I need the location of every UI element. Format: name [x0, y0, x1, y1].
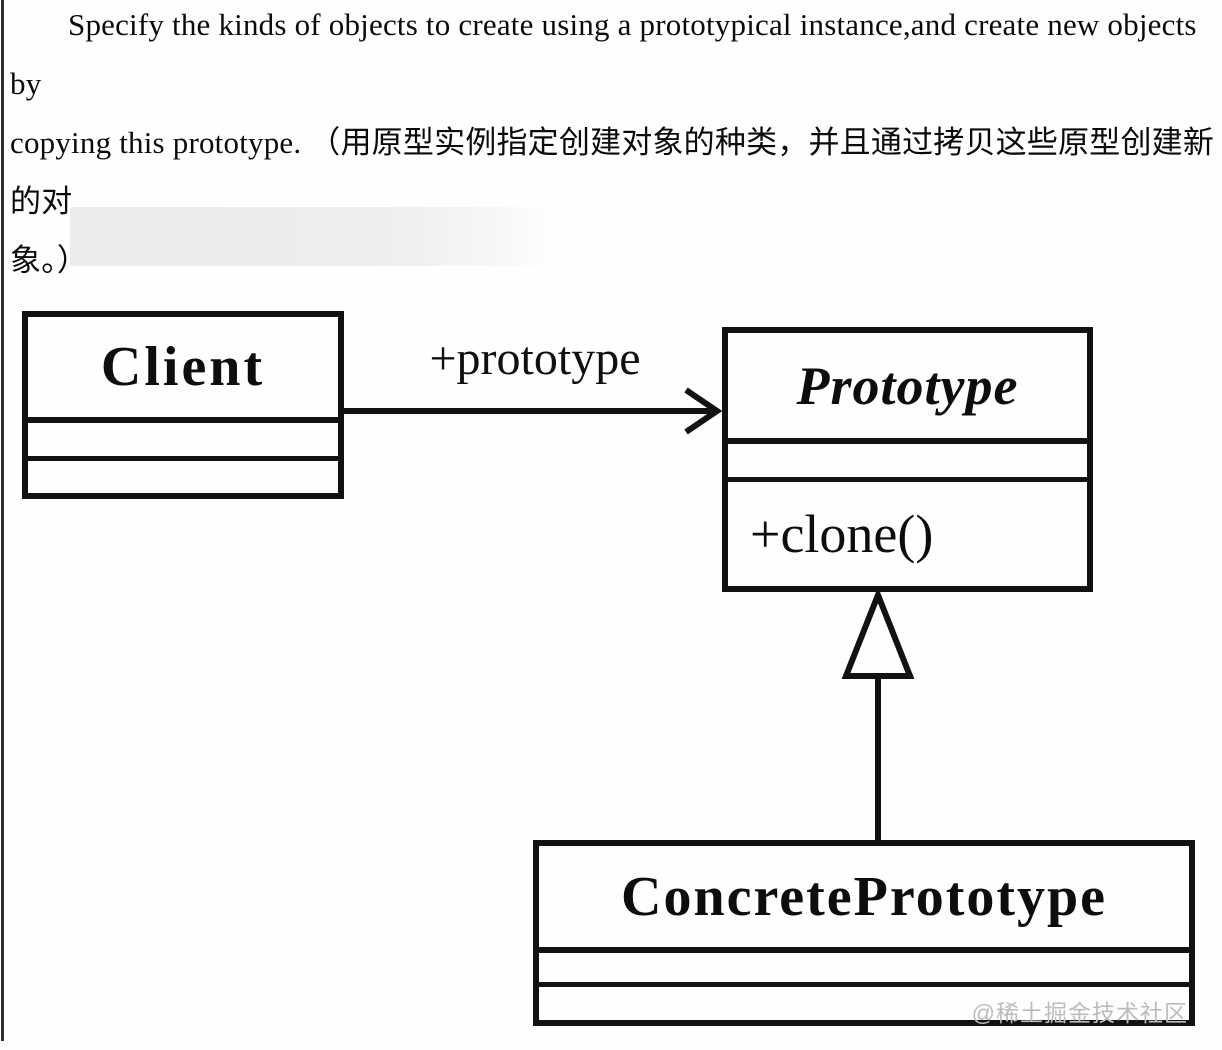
intro-line: Specify the kinds of objects to create u…	[10, 7, 1197, 101]
prototype-class-box: Prototype +clone()	[722, 327, 1093, 592]
association-label: +prototype	[429, 332, 641, 385]
client-class-box: Client	[22, 311, 344, 499]
prototype-attributes-compartment	[728, 438, 1087, 477]
concrete-prototype-class-box: ConcretePrototype	[533, 840, 1195, 1026]
clone-method-label: +clone()	[750, 504, 934, 564]
association-arrowhead-icon	[684, 387, 723, 435]
client-class-title: Client	[100, 336, 266, 398]
client-attributes-compartment	[28, 417, 338, 456]
inheritance-triangle-icon	[841, 586, 915, 679]
concrete-prototype-operations-compartment	[539, 982, 1189, 1020]
concrete-prototype-class-title: ConcretePrototype	[621, 865, 1107, 928]
client-operations-compartment	[28, 456, 338, 493]
concrete-prototype-attributes-compartment	[539, 947, 1189, 982]
left-border-line	[1, 0, 4, 1041]
watermark: @稀土掘金技术社区	[971, 1000, 1188, 1026]
prototype-class-title: Prototype	[796, 355, 1019, 416]
prototype-operations-compartment: +clone()	[728, 477, 1087, 586]
intro-line: copying this prototype. （用原型实例指定创建对象的种类，…	[10, 125, 1215, 219]
redacted-region	[70, 207, 557, 266]
intro-paragraph: Specify the kinds of objects to create u…	[10, 0, 1216, 290]
